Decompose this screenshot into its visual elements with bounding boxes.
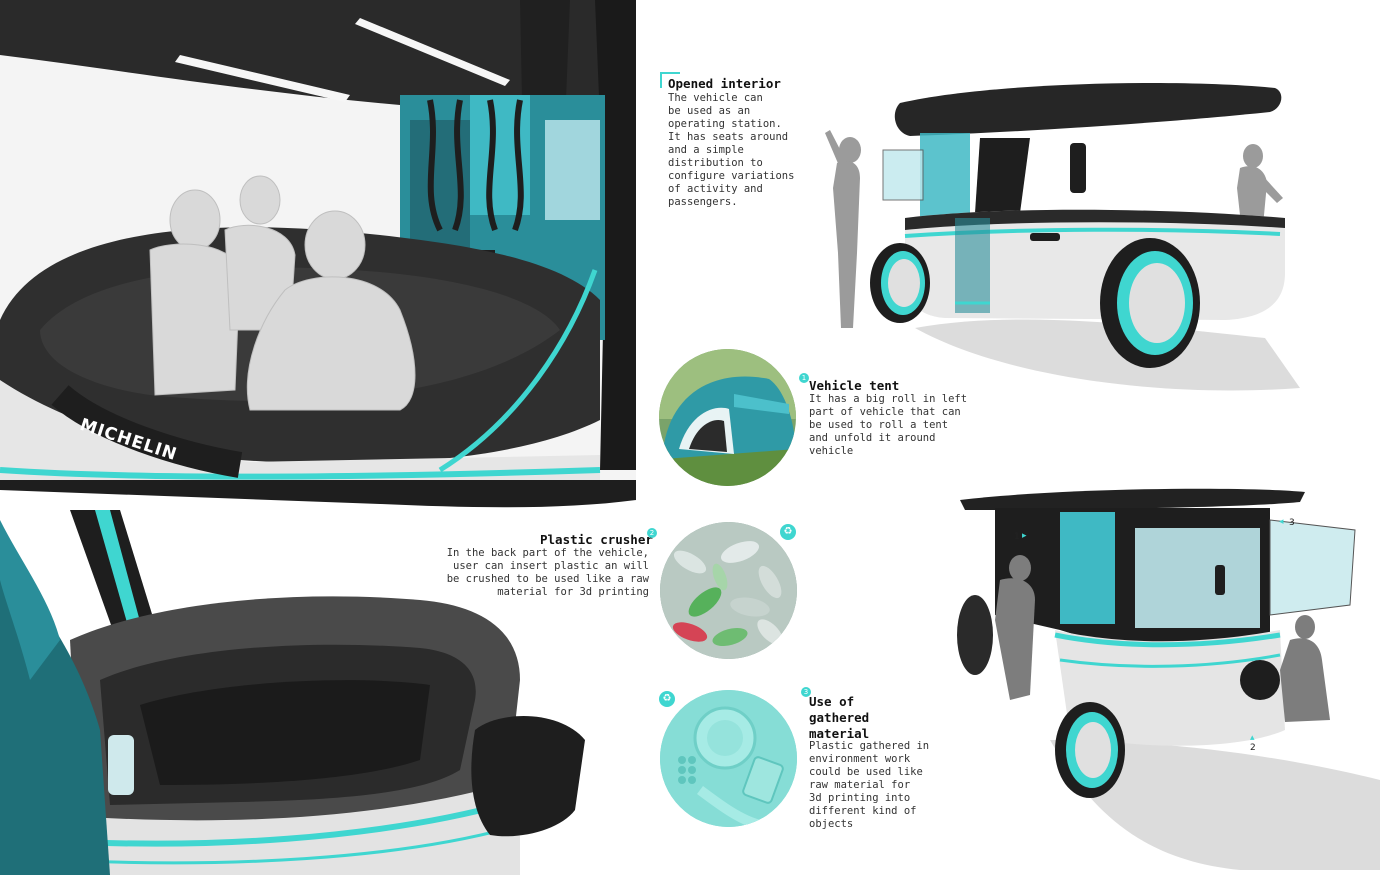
use-of-material-title-line3: material <box>809 726 870 741</box>
callout-marker-3: 3 <box>1289 518 1295 528</box>
section-accent-bracket <box>660 72 680 88</box>
rear-tub-render <box>0 480 636 875</box>
opened-interior-body: The vehicle can be used as an operating … <box>668 92 795 208</box>
vehicle-tent-body: It has a big roll in left part of vehicl… <box>809 393 968 457</box>
interior-illustration <box>0 0 636 480</box>
vehicle-side-render <box>805 78 1305 398</box>
use-of-material-title-line1: Use of <box>809 694 855 709</box>
callout-marker-1: 1 <box>1014 532 1020 542</box>
tent-number-badge: 1 <box>799 373 809 383</box>
recycle-icon: ♻ <box>780 524 796 540</box>
vehicle-side-illustration <box>825 83 1300 391</box>
interior-render: MICHELIN <box>0 0 636 480</box>
opened-interior-title: Opened interior <box>668 76 781 91</box>
vehicle-rear-render <box>940 480 1380 870</box>
callout-arrow-3: ◂ <box>1279 517 1284 527</box>
vehicle-tent-title: Vehicle tent <box>809 378 900 393</box>
callout-arrow-2: ▴ <box>1250 733 1255 743</box>
tent-illustration <box>659 349 796 486</box>
use-of-material-body: Plastic gathered in environment work cou… <box>809 740 930 830</box>
use-of-material-title-line2: gathered <box>809 710 870 725</box>
rear-tub-illustration <box>0 480 636 875</box>
plastic-crusher-title: Plastic crusher <box>540 532 653 547</box>
printed-objects-illustration <box>660 690 797 827</box>
plastic-bottles-illustration <box>660 522 797 659</box>
crusher-number-badge: 2 <box>647 528 657 538</box>
callout-arrow-1: ▸ <box>1022 531 1027 541</box>
vehicle-rear-illustration <box>957 488 1380 870</box>
recycle-icon: ♻ <box>659 691 675 707</box>
callout-marker-2: 2 <box>1250 743 1256 753</box>
material-number-badge: 3 <box>801 687 811 697</box>
tent-photo <box>659 349 796 486</box>
plastic-bottles-photo <box>660 522 797 659</box>
printed-objects-photo <box>660 690 797 827</box>
plastic-crusher-body: In the back part of the vehicle, user ca… <box>446 547 649 598</box>
